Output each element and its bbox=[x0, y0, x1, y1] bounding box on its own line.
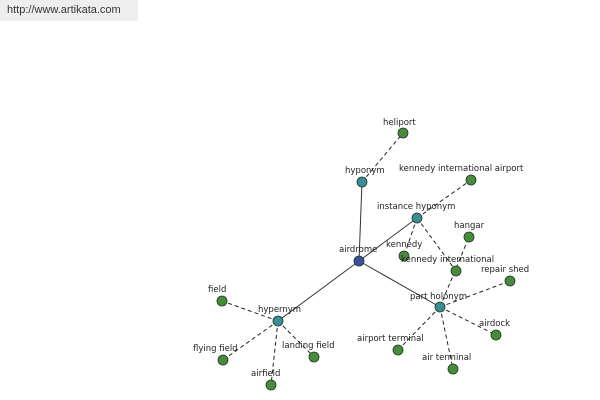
edge-part-holonym-repair-shed bbox=[439, 280, 511, 308]
leaf-label-kennedy-international-airport[interactable]: kennedy international airport bbox=[399, 164, 524, 174]
leaf-label-landing-field[interactable]: landing field bbox=[282, 341, 335, 351]
edge-airdrome-hyponym bbox=[358, 181, 363, 262]
site-url-link[interactable]: http://www.artikata.com bbox=[7, 4, 121, 16]
edge-instance-hyponym-kennedy-international-airport bbox=[416, 179, 472, 219]
relation-node-part-holonym[interactable] bbox=[434, 301, 446, 313]
leaf-node-flying-field[interactable] bbox=[217, 354, 229, 366]
leaf-label-kennedy-international[interactable]: kennedy international bbox=[401, 255, 494, 265]
leaf-label-airfield[interactable]: airfield bbox=[251, 369, 280, 379]
relation-label-hypernym[interactable]: hypernym bbox=[258, 305, 301, 315]
leaf-node-airdock[interactable] bbox=[490, 329, 502, 341]
leaf-label-air-terminal[interactable]: air terminal bbox=[422, 353, 471, 363]
edge-instance-hyponym-kennedy-international bbox=[416, 217, 457, 272]
center-label-airdrome[interactable]: airdrome bbox=[339, 245, 377, 255]
graph-edges bbox=[221, 132, 511, 386]
leaf-label-airdock[interactable]: airdock bbox=[479, 319, 510, 329]
relation-label-hyponym[interactable]: hyponym bbox=[345, 166, 385, 176]
leaf-node-airport-terminal[interactable] bbox=[392, 344, 404, 356]
relation-node-hyponym[interactable] bbox=[356, 176, 368, 188]
leaf-node-airfield[interactable] bbox=[265, 379, 277, 391]
leaf-node-air-terminal[interactable] bbox=[447, 363, 459, 375]
edge-hypernym-airfield bbox=[270, 320, 279, 386]
url-bar: http://www.artikata.com bbox=[0, 0, 138, 21]
leaf-label-kennedy[interactable]: kennedy bbox=[386, 240, 422, 250]
leaf-node-kennedy-international[interactable] bbox=[450, 265, 462, 277]
leaf-label-flying-field[interactable]: flying field bbox=[193, 344, 238, 354]
leaf-label-hangar[interactable]: hangar bbox=[454, 221, 485, 231]
graph-nodes bbox=[216, 127, 516, 391]
relation-label-part-holonym[interactable]: part holonym bbox=[410, 292, 467, 302]
leaf-label-heliport[interactable]: heliport bbox=[383, 118, 416, 128]
edge-hypernym-field bbox=[221, 300, 279, 322]
relation-node-hypernym[interactable] bbox=[272, 315, 284, 327]
leaf-node-landing-field[interactable] bbox=[308, 351, 320, 363]
edge-airdrome-instance-hyponym bbox=[358, 217, 418, 262]
leaf-label-airport-terminal[interactable]: airport terminal bbox=[357, 334, 424, 344]
edge-part-holonym-airport-terminal bbox=[397, 306, 441, 351]
leaf-label-field[interactable]: field bbox=[208, 285, 226, 295]
graph-labels: heliport kennedy international airport ken… bbox=[193, 118, 529, 379]
edge-airdrome-hypernym bbox=[277, 260, 360, 322]
relation-label-instance-hyponym[interactable]: instance hyponym bbox=[377, 202, 455, 212]
leaf-label-repair-shed[interactable]: repair shed bbox=[481, 265, 529, 275]
center-node-airdrome[interactable] bbox=[353, 255, 365, 267]
leaf-node-repair-shed[interactable] bbox=[504, 275, 516, 287]
edge-airdrome-part-holonym bbox=[358, 260, 441, 308]
edge-part-holonym-air-terminal bbox=[439, 306, 454, 370]
edge-hyponym-heliport bbox=[361, 132, 404, 183]
leaf-node-kennedy[interactable] bbox=[398, 250, 410, 262]
edge-hypernym-flying-field bbox=[222, 320, 279, 361]
leaf-node-heliport[interactable] bbox=[397, 127, 409, 139]
leaf-node-hangar[interactable] bbox=[463, 231, 475, 243]
edge-instance-hyponym-kennedy bbox=[403, 217, 418, 257]
leaf-node-field[interactable] bbox=[216, 295, 228, 307]
leaf-node-kennedy-international-airport[interactable] bbox=[465, 174, 477, 186]
relation-node-instance-hyponym[interactable] bbox=[411, 212, 423, 224]
edge-part-holonym-airdock bbox=[439, 306, 497, 336]
edge-hypernym-landing-field bbox=[277, 320, 315, 358]
